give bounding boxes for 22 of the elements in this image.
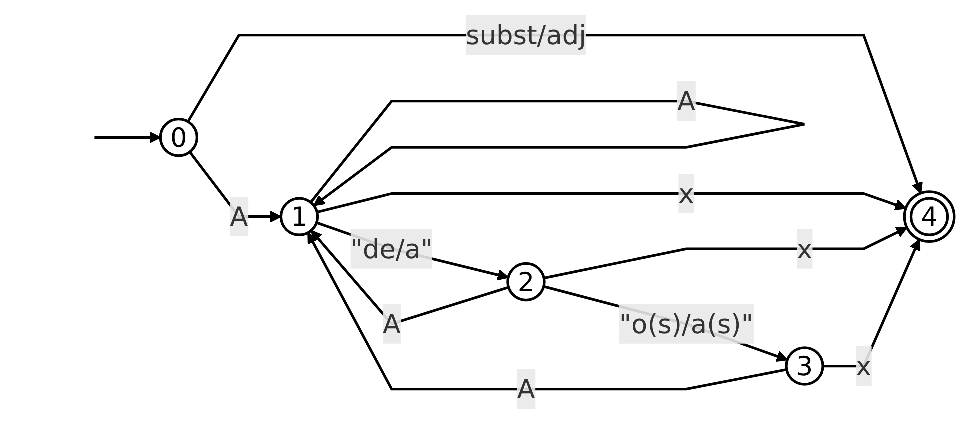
node-circle: 0 [159, 118, 199, 158]
node-circle: 2 [506, 262, 546, 302]
edge-label: subst/adj [466, 20, 586, 52]
node-circle: 3 [785, 346, 824, 386]
arrow [94, 132, 162, 144]
edge-label: x [678, 178, 694, 210]
edge-label: "de/a" [350, 233, 434, 266]
edge-label: A [677, 86, 696, 118]
arrow [316, 192, 907, 214]
arrow [544, 227, 908, 280]
arrow [316, 222, 510, 281]
edge-label: x [856, 350, 872, 382]
edge-label: A [517, 374, 536, 406]
arrow [544, 286, 788, 362]
edge-label: x [796, 233, 813, 266]
arrow [187, 34, 923, 194]
node-circle: 4 [903, 190, 956, 244]
edge-label: A [230, 201, 248, 233]
node-circle: 1 [280, 197, 320, 237]
edge-label: "o(s)/a(s)" [619, 308, 754, 340]
edge-label: A [382, 308, 401, 340]
arrow [308, 232, 788, 391]
